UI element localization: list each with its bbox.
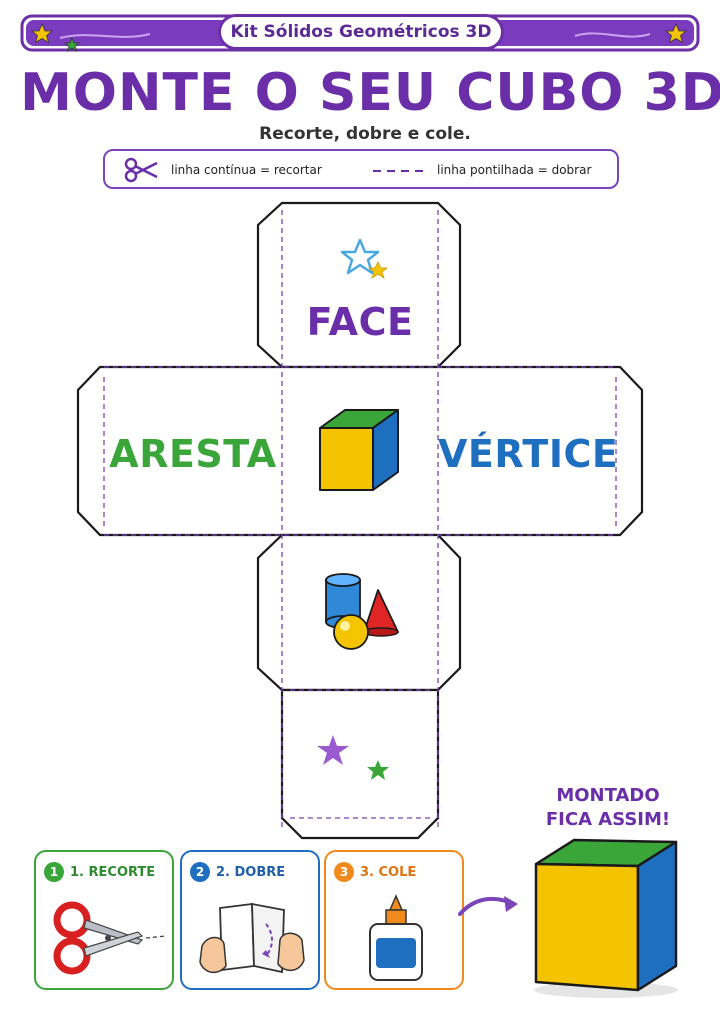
green-star-icon xyxy=(63,36,81,52)
dashed-line-icon xyxy=(373,170,429,172)
vertex-label: VÉRTICE xyxy=(438,432,619,476)
glue-bottle-icon xyxy=(369,894,423,981)
step-number: 2 xyxy=(190,862,210,882)
step-label: 2. DOBRE xyxy=(216,864,286,880)
star-outline-icon xyxy=(340,238,389,279)
geometric-solids-icon xyxy=(325,573,399,650)
step-cut-card: 1 1. RECORTE xyxy=(34,850,174,990)
fold-legend-text: linha pontilhada = dobrar xyxy=(437,163,592,177)
cut-legend-text: linha contínua = recortar xyxy=(171,163,322,177)
assembled-line-2: FICA ASSIM! xyxy=(545,809,671,830)
kit-title: Kit Sólidos Geométricos 3D xyxy=(218,14,504,50)
step-glue-card: 3 3. COLE xyxy=(324,850,464,990)
scissors-icon xyxy=(53,901,166,975)
green-star-icon xyxy=(367,760,389,780)
page-title: MONTE O SEU CUBO 3D xyxy=(20,63,720,123)
step-label: 1. RECORTE xyxy=(70,864,156,880)
step-fold-card: 2 2. DOBRE xyxy=(180,850,320,990)
assembled-label: MONTADO FICA ASSIM! xyxy=(530,784,686,832)
face-label: FACE xyxy=(306,300,414,344)
legend-box: linha contínua = recortar linha pontilha… xyxy=(103,149,619,189)
step-label: 3. COLE xyxy=(360,864,417,880)
fold-lines xyxy=(103,210,617,830)
assembled-cube-icon xyxy=(534,838,678,998)
step-number: 3 xyxy=(334,862,354,882)
folding-paper-icon xyxy=(199,902,305,974)
assembled-line-1: MONTADO xyxy=(556,785,660,806)
colored-cube-icon xyxy=(319,409,399,491)
edge-label: ARESTA xyxy=(109,432,277,476)
step-number: 1 xyxy=(44,862,64,882)
purple-star-icon xyxy=(317,735,349,765)
scissors-icon xyxy=(124,157,158,183)
yellow-star-icon xyxy=(30,22,54,44)
page-subtitle: Recorte, dobre e cole. xyxy=(259,124,471,144)
arrow-right-icon xyxy=(458,896,518,916)
yellow-star-icon xyxy=(664,22,688,44)
